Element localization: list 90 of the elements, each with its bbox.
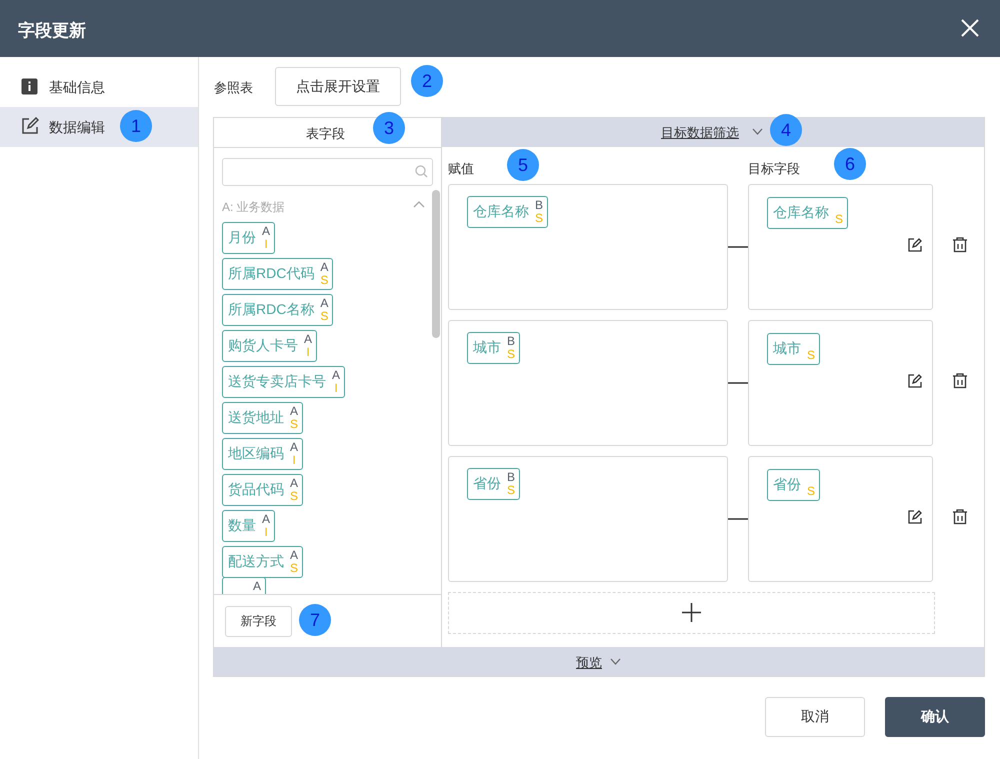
target-box (748, 320, 933, 446)
value-box (448, 184, 728, 310)
field-name: 城市 (473, 339, 501, 357)
type-letter: S (320, 274, 328, 287)
field-chip (222, 366, 346, 398)
table-letter: A (320, 297, 328, 310)
field-name: 地区编码 (228, 445, 284, 463)
type-letter: S (507, 348, 516, 361)
field-chip (767, 333, 820, 365)
field-chip (222, 294, 334, 326)
setup-button: 点击展开设置 (275, 67, 401, 106)
table-letter: A (290, 477, 298, 490)
field-name: 省份 (773, 476, 801, 494)
type-letter: S (807, 484, 816, 498)
field-name: 省份 (473, 475, 501, 493)
field-chip (222, 546, 304, 578)
field-chip (767, 469, 820, 501)
field-name: 购货人卡号 (228, 337, 298, 355)
type-letter: S (290, 490, 298, 503)
type-letter: S (535, 212, 544, 225)
field-chip (222, 222, 276, 254)
table-letter: B (507, 335, 516, 348)
field-name: 仓库名称 (773, 204, 829, 222)
type-letter: I (264, 526, 268, 539)
new-field-button: 新字段 (225, 606, 292, 637)
field-name: 货品代码 (228, 481, 284, 499)
table-letter: A (304, 333, 312, 346)
type-letter: S (290, 418, 298, 431)
table-letter: B (535, 199, 544, 212)
filter-link: 目标数据筛选 (661, 124, 739, 142)
table-letter: A (320, 261, 328, 274)
field-name: 送货专卖店卡号 (228, 373, 326, 391)
field-chip (222, 510, 276, 542)
field-name: 配送方式 (228, 553, 284, 571)
field-chip (222, 258, 334, 290)
value-box (448, 456, 728, 582)
table-letter: A (262, 513, 270, 526)
column-header: 表字段 (306, 125, 345, 143)
target-box (748, 184, 933, 310)
table-letter: A (290, 405, 298, 418)
callout-number: 7 (299, 604, 331, 636)
field-name: 城市 (773, 340, 801, 358)
cancel-button: 取消 (765, 697, 865, 737)
field-name: 数量 (228, 517, 256, 535)
type-letter: S (835, 212, 844, 226)
connector-line (728, 518, 748, 520)
connector-line (728, 382, 748, 384)
table-letter: A (332, 369, 340, 382)
type-letter: I (306, 346, 310, 359)
target-box (748, 456, 933, 582)
confirm-button: 确认 (885, 697, 985, 737)
type-letter: I (264, 238, 268, 251)
field-chip (467, 196, 548, 228)
column-label: 赋值 (448, 160, 474, 178)
connector-line (728, 246, 748, 248)
type-letter: I (292, 454, 296, 467)
callout-number: 3 (373, 112, 405, 144)
field-chip (467, 468, 520, 500)
column-label: 目标字段 (748, 160, 800, 178)
field-name: 所属RDC代码 (228, 265, 314, 283)
field-chip (767, 197, 848, 229)
field-name: 送货地址 (228, 409, 284, 427)
field-chip (222, 474, 304, 506)
group-heading: A: 业务数据 (222, 199, 285, 216)
dialog-title: 字段更新 (18, 20, 86, 42)
table-letter: A (290, 549, 298, 562)
callout-number: 2 (411, 65, 443, 97)
type-letter: S (807, 348, 816, 362)
field-name: 月份 (228, 229, 256, 247)
field-chip (222, 402, 304, 434)
type-letter: I (334, 382, 338, 395)
field-name: 所属RDC名称 (228, 301, 314, 319)
field-chip (222, 438, 304, 470)
value-box (448, 320, 728, 446)
menu-item: 数据编辑 (49, 119, 105, 137)
table-letter: A (262, 225, 270, 238)
field-name: 仓库名称 (473, 203, 529, 221)
type-letter: S (290, 562, 298, 575)
menu-item: 基础信息 (49, 79, 105, 97)
field-chip (467, 332, 520, 364)
type-letter: S (320, 310, 328, 323)
callout-number: 5 (507, 149, 539, 181)
table-letter: B (507, 471, 516, 484)
field-chip (222, 330, 318, 362)
table-letter: A (290, 441, 298, 454)
type-letter: S (507, 484, 516, 497)
table-letter: A (253, 580, 262, 593)
callout-number: 6 (834, 148, 866, 180)
field-label: 参照表 (214, 79, 253, 97)
preview-link: 预览 (576, 654, 602, 672)
